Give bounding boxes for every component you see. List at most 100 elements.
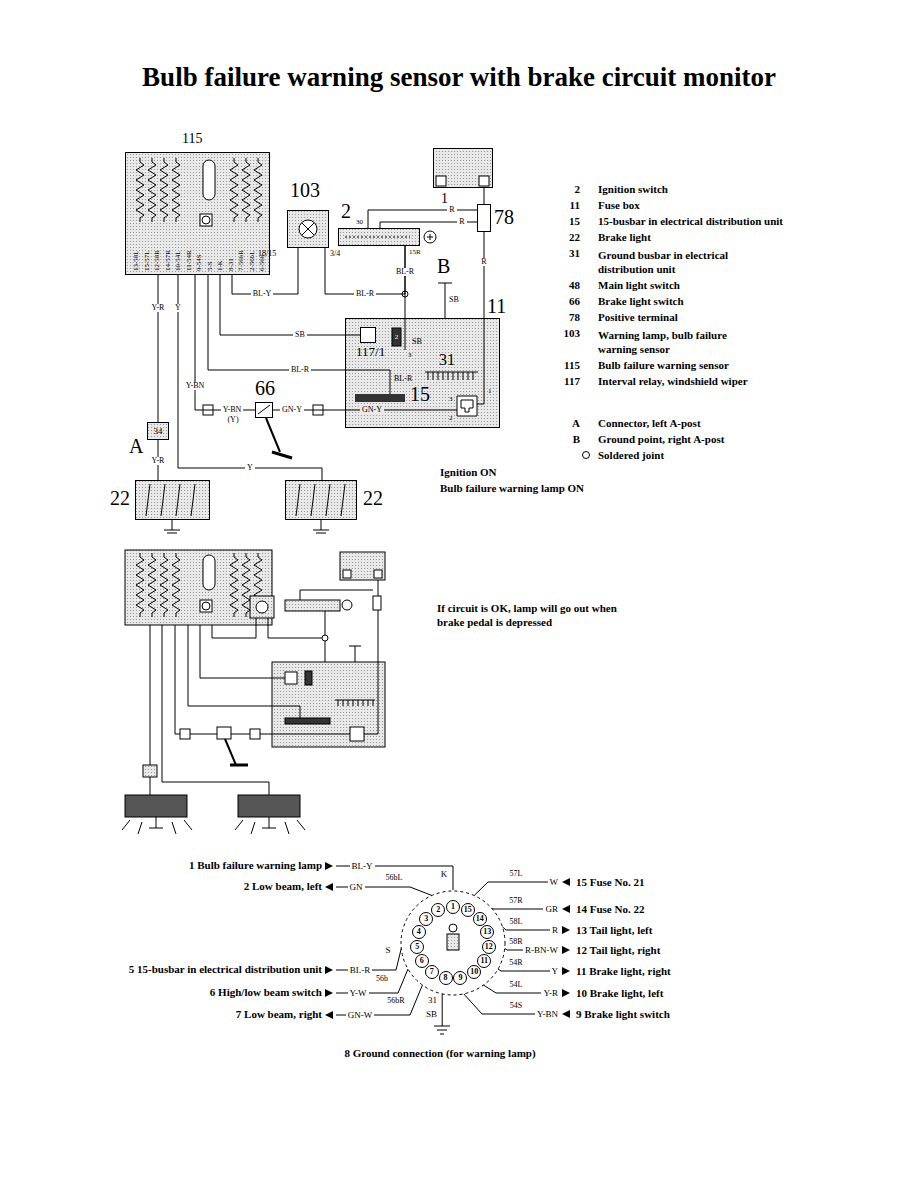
- pin-circle: 10: [467, 965, 481, 979]
- node-label: 8: [444, 974, 448, 982]
- node-label: 11: [487, 296, 506, 316]
- connector-face: [474, 882, 554, 896]
- wire: [220, 275, 360, 335]
- key-number: 66: [569, 296, 580, 307]
- pin-description: 14 Fuse No. 22: [576, 904, 644, 915]
- pin-code: 12-58R: [154, 250, 161, 271]
- brake-switch-symbol: [203, 405, 323, 458]
- wire: [208, 275, 390, 394]
- pedal-state-illustration: [374, 570, 382, 578]
- pedal-state-illustration: [285, 672, 297, 684]
- pin-label: 15R: [409, 249, 421, 256]
- key-text: Main light switch: [598, 280, 680, 291]
- wire-label: Y-W: [348, 989, 369, 998]
- wire-label: Y: [245, 464, 255, 472]
- brake-switch-fill: [255, 402, 273, 418]
- node-label: 11: [480, 957, 488, 965]
- brake-switch-symbol: [272, 452, 292, 458]
- unit-internals: [477, 318, 484, 404]
- pedal-state-illustration: [160, 553, 168, 617]
- unit-internals: [457, 396, 477, 416]
- node-label: 34: [154, 427, 163, 436]
- wire-label: GR: [543, 905, 560, 914]
- pedal-state-illustration: [272, 662, 378, 734]
- pin-circle: 15: [461, 903, 475, 917]
- wire: [484, 232, 485, 318]
- wire-label: GN-W: [346, 1011, 375, 1020]
- node-label: 15: [464, 906, 472, 914]
- sensor-internals: [200, 214, 212, 226]
- ground-busbar: 31: [425, 372, 478, 384]
- wire-label: BL-R: [348, 966, 373, 975]
- key-text: Ground point, right A-post: [598, 434, 724, 445]
- connector-face: [503, 927, 555, 930]
- brake-light-lens: [146, 484, 345, 533]
- wire-label: Y-R: [150, 304, 167, 312]
- pin-circle: 5: [410, 940, 424, 954]
- brake-switch: 66: [255, 402, 273, 418]
- warning-lamp: 103: [287, 210, 329, 248]
- node-label: 103: [290, 180, 320, 200]
- pedal-state-illustration: [188, 625, 300, 718]
- pin-description: 9 Brake light switch: [576, 1009, 670, 1020]
- node-label: 1: [441, 192, 448, 206]
- pin-circle: 8: [439, 971, 453, 985]
- wire: [158, 275, 159, 422]
- key-text: Fuse box: [598, 200, 640, 211]
- key-number: 78: [569, 312, 580, 323]
- wire-label: R: [447, 206, 456, 214]
- pin-circle-fill: [410, 940, 424, 954]
- pedal-state-illustration: [268, 611, 325, 662]
- pedal-state-illustration: [175, 625, 272, 734]
- key-symbol: [345, 231, 436, 243]
- pin-description: 5 15-busbar in electrical distribution u…: [129, 964, 322, 975]
- pin-code: 10-54L: [175, 250, 182, 271]
- key-text: Ignition switch: [598, 184, 668, 195]
- key-text: Connector, left A-post: [598, 418, 701, 429]
- node-label: 10: [470, 968, 478, 976]
- sensor-internals: [203, 160, 215, 200]
- pedal-state-illustration: [242, 553, 250, 617]
- pin-circle: 6: [415, 954, 429, 968]
- pin-circle-fill: [473, 912, 487, 926]
- pin-description: 12 Tail light, right: [576, 945, 660, 956]
- wire-label: Y-BN: [535, 1010, 560, 1019]
- brake-light-fill: [135, 480, 210, 520]
- pedal-state-illustration: [335, 700, 375, 706]
- wire-label: Y-R: [541, 989, 560, 998]
- node-label: 5: [415, 943, 419, 951]
- page-title: Bulb failure warning sensor with brake c…: [142, 64, 776, 91]
- sensor-internals: [230, 158, 238, 222]
- pin-code: 15-57L: [144, 250, 151, 271]
- pin-description: 11 Brake light, right: [576, 966, 671, 977]
- connector-face: [449, 924, 457, 932]
- pedal-state-illustration: [272, 662, 385, 747]
- pedal-state-illustration: [162, 625, 269, 795]
- connector-face: [498, 969, 554, 971]
- pedal-state-illustration: [122, 550, 385, 834]
- pedal-state-illustration: [212, 618, 256, 638]
- pin-label: 3: [408, 352, 412, 359]
- pin-circle-fill: [431, 903, 445, 917]
- unit-internals: [405, 318, 406, 350]
- pin-circle: 14: [473, 912, 487, 926]
- power-busbar-fill: [355, 394, 405, 402]
- pin-description: 10 Brake light, left: [576, 988, 663, 999]
- pedal-state-illustration: [230, 553, 238, 617]
- wire-label: R-BN-W: [523, 946, 560, 955]
- pin-label: 3/4: [330, 250, 340, 258]
- pedal-state-illustration: [250, 729, 260, 739]
- key-text: Bulb failure warning sensor: [598, 360, 729, 371]
- terminal-code: S: [385, 946, 390, 955]
- pin-label: 30: [356, 219, 363, 226]
- node-label: 3: [424, 915, 428, 923]
- sensor-internals: [136, 158, 262, 226]
- terminal-code: 31: [428, 996, 437, 1005]
- pin-circle-fill: [446, 900, 460, 914]
- pedal-state-illustration: [250, 596, 274, 618]
- pedal-state-illustration: [350, 727, 364, 741]
- pedal-state-illustration: [238, 795, 300, 817]
- battery-box: 1: [433, 148, 493, 188]
- pin-circle-fill: [453, 971, 467, 985]
- wire-label: GN-Y: [280, 406, 304, 414]
